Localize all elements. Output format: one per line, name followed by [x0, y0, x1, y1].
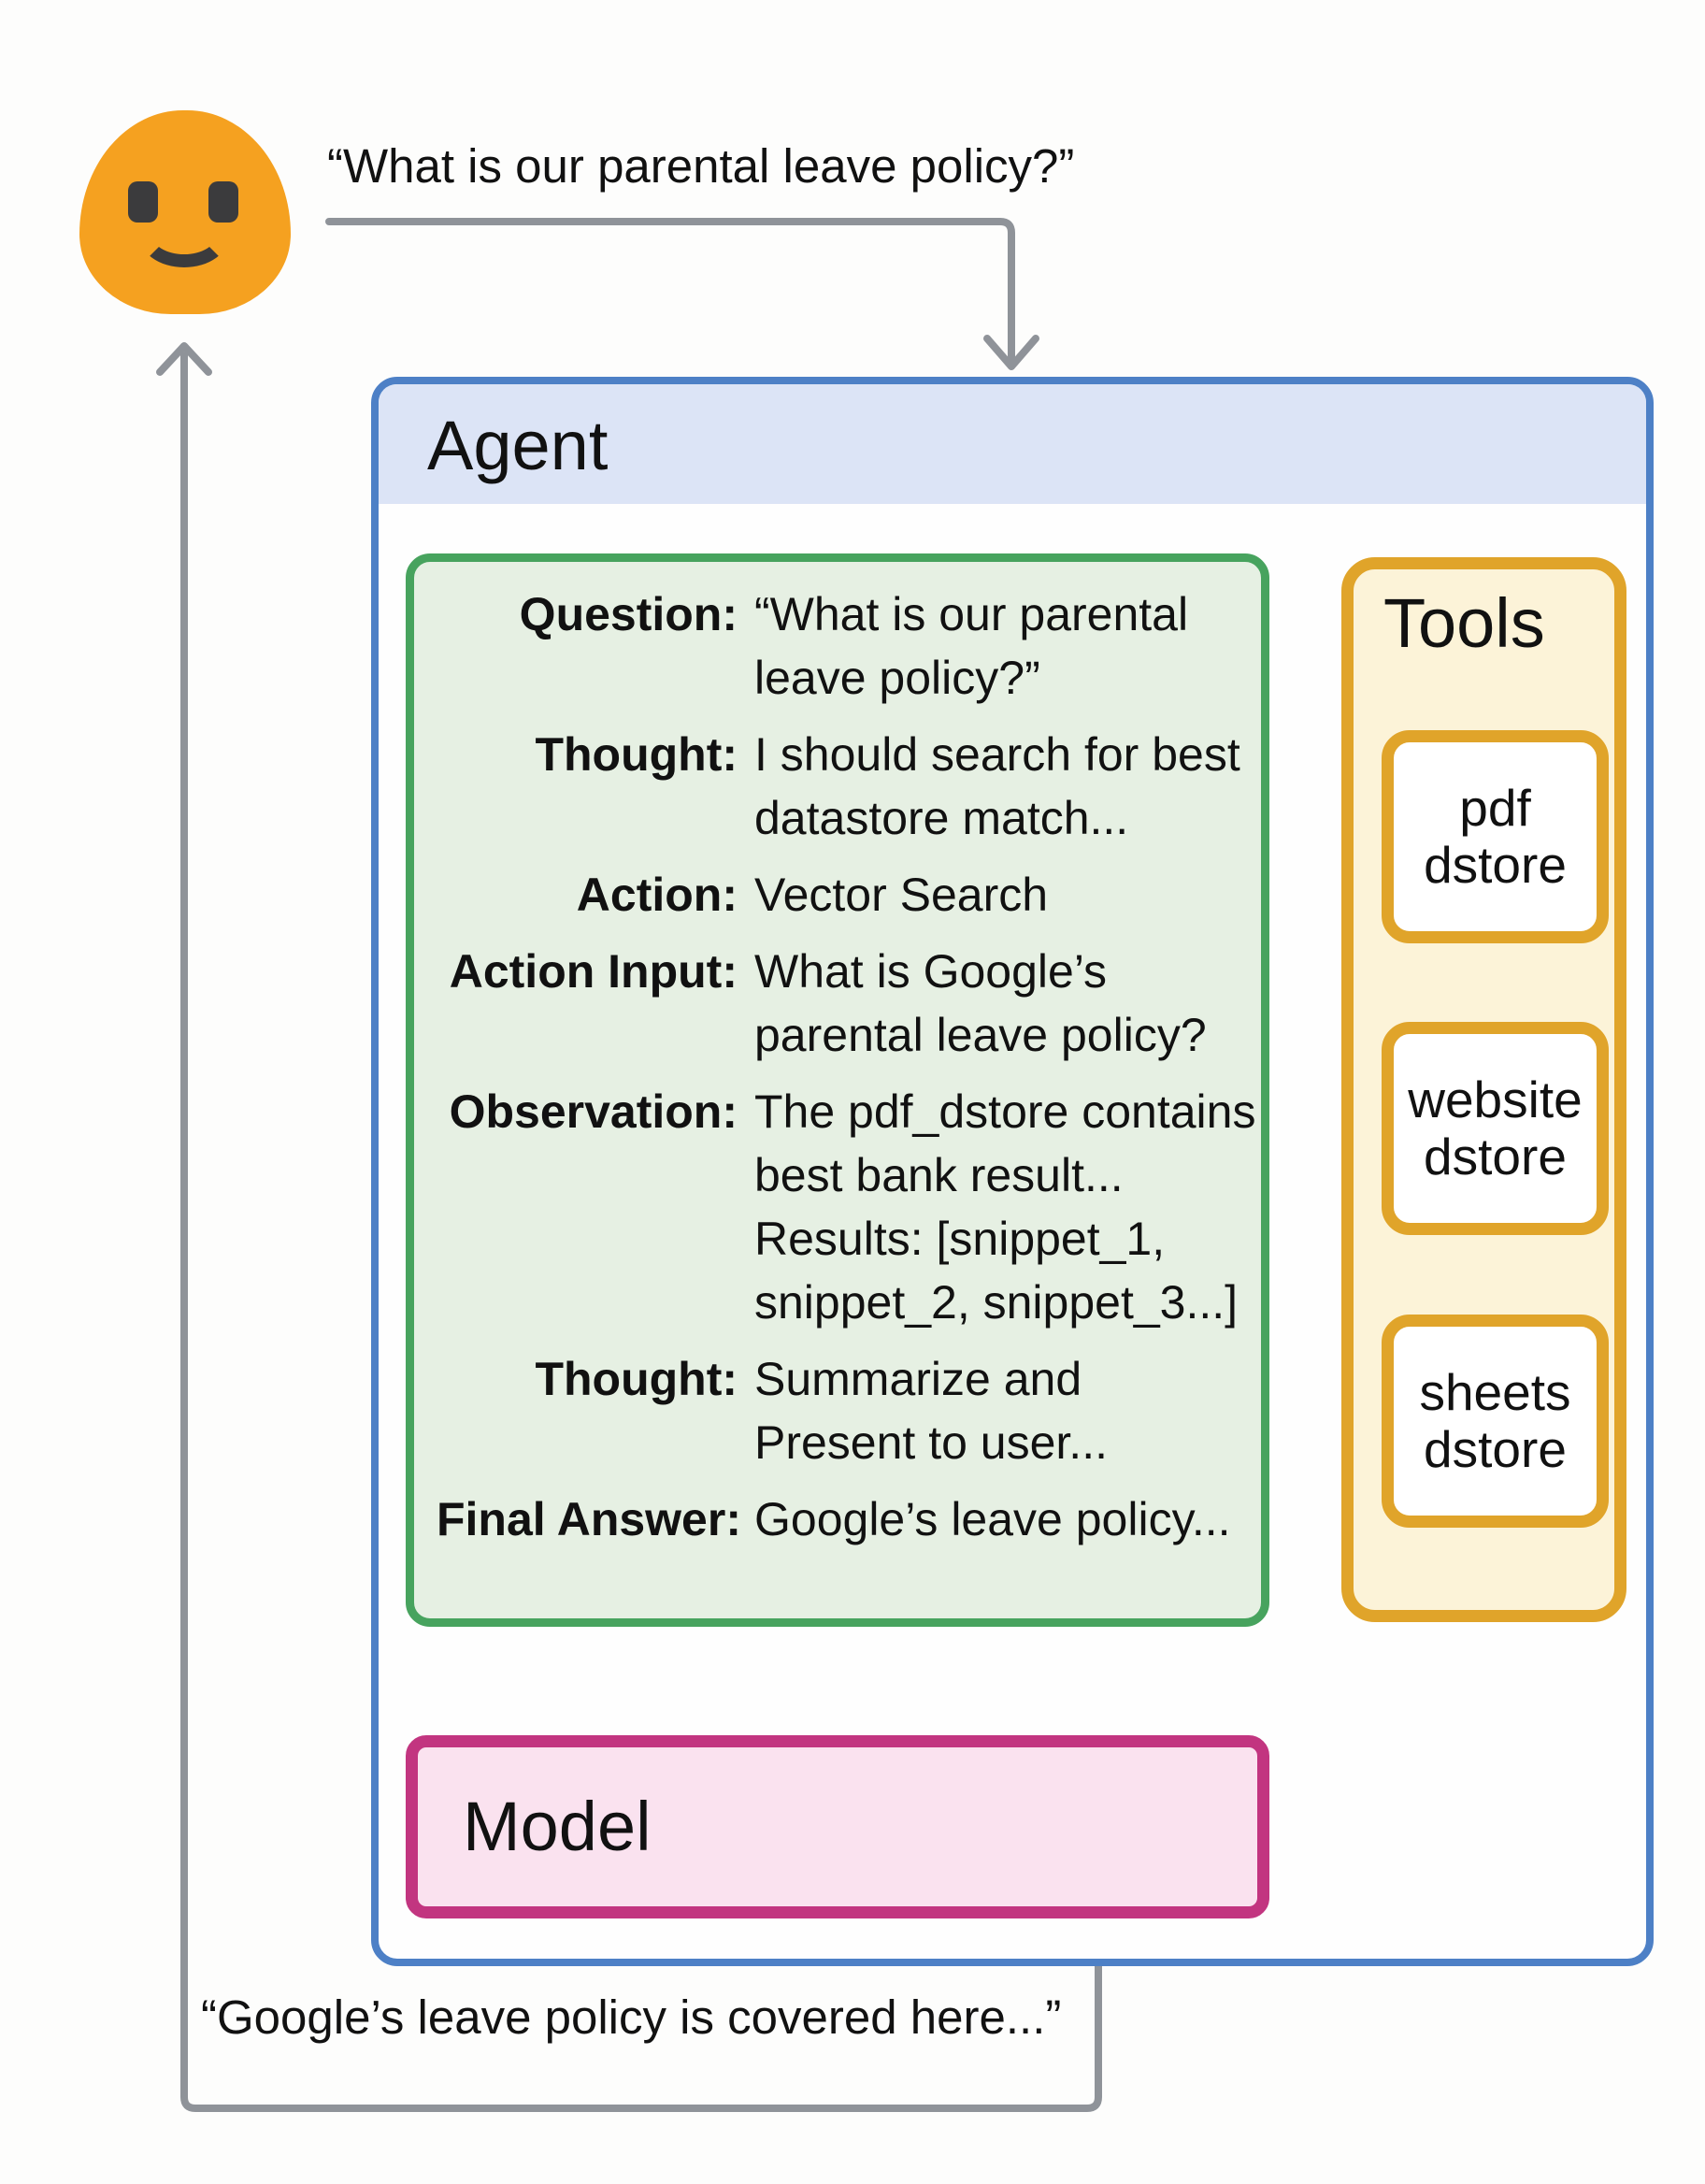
trace-label: Action: [576, 869, 738, 921]
arrowhead-up-icon [156, 342, 212, 376]
tool-sheets-dstore: sheets dstore [1382, 1315, 1609, 1528]
trace-label: Action Input: [449, 945, 738, 998]
emoji-smile [138, 215, 230, 267]
trace-value: Vector Search [754, 869, 1049, 921]
trace-value: What is Google’s parental leave policy? [754, 945, 1207, 1061]
tool-website-dstore: website dstore [1382, 1022, 1609, 1235]
trace-label: Question: [519, 588, 738, 640]
agent-response-text: “Google’s leave policy is covered here..… [201, 1990, 1062, 2044]
tool-pdf-dstore: pdf dstore [1382, 730, 1609, 943]
trace-label: Final Answer: [437, 1493, 741, 1545]
trace-value: “What is our parental leave policy?” [754, 588, 1189, 704]
scratchpad-box: Question: “What is our parental leave po… [406, 553, 1269, 1627]
tools-box: Tools pdf dstore website dstore sheets d… [1341, 557, 1626, 1622]
trace-label: Thought: [535, 1353, 738, 1405]
connector-agent-to-user [180, 352, 1102, 2112]
agent-title: Agent [427, 407, 609, 484]
user-query-text: “What is our parental leave policy?” [327, 139, 1075, 193]
user-emoji-icon [79, 110, 291, 314]
arrow-user-to-agent [325, 218, 1015, 363]
trace-value: Summarize and Present to user... [754, 1353, 1108, 1469]
trace-value: Google’s leave policy... [754, 1493, 1231, 1545]
model-title: Model [463, 1788, 652, 1865]
reasoning-trace: Question: “What is our parental leave po… [437, 582, 1256, 1551]
trace-label: Observation: [449, 1085, 738, 1138]
tools-title: Tools [1383, 584, 1545, 662]
trace-value: I should search for best datastore match… [754, 728, 1240, 844]
trace-label: Thought: [535, 728, 738, 781]
trace-value: The pdf_dstore contains best bank result… [754, 1085, 1256, 1329]
agent-header: Agent [379, 384, 1646, 504]
model-box: Model [406, 1735, 1269, 1918]
arrowhead-down-icon [983, 335, 1039, 370]
